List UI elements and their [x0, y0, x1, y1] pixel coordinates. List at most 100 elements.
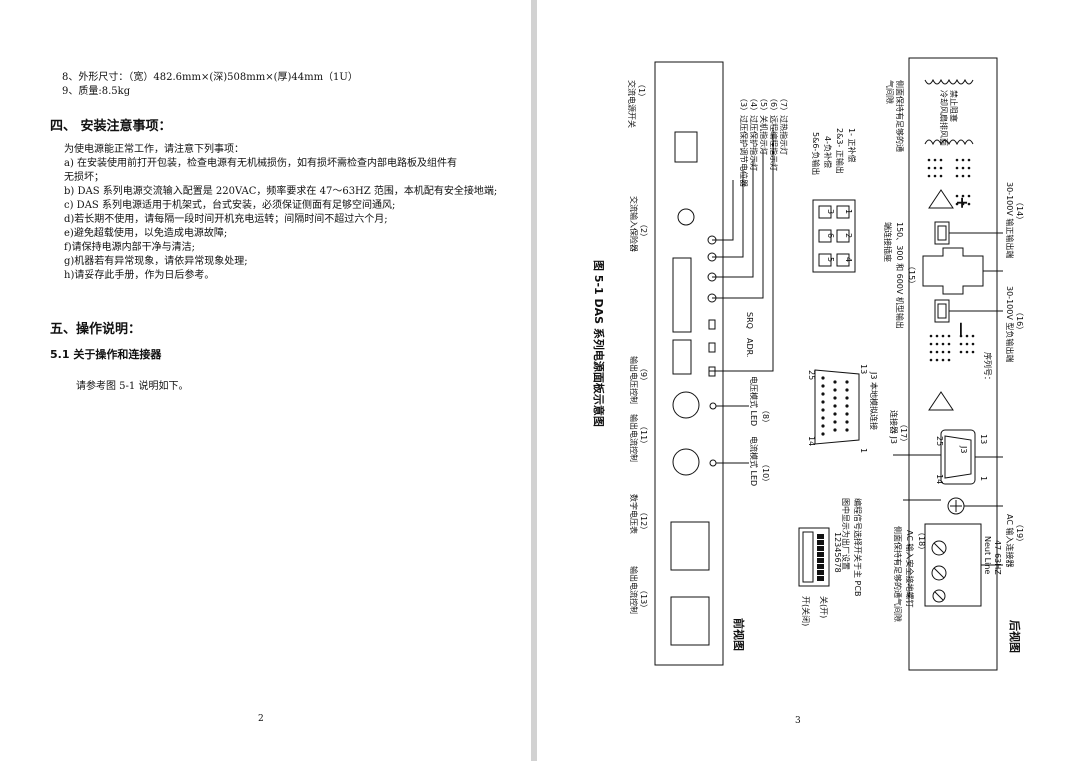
front-view-title: 前视图 [732, 618, 746, 651]
current-mode-led [709, 459, 717, 467]
section-5-heading: 五、操作说明： [50, 322, 142, 337]
section-4-intro: 为使电源能正常工作，请注意下列事项： [64, 144, 244, 155]
section-5-1-text: 请参考图 5-1 说明如下。 [76, 381, 189, 392]
label-15-text-1: 150、300 和 600V 机型输出 [895, 222, 905, 329]
rear-j3-pin-1: 1 [979, 476, 988, 481]
dip-off-label: 开(关闭) [801, 596, 811, 626]
fan-label-1: 冷却风扇排风面 [939, 90, 949, 146]
figure-title: 图 5-1 DAS 系列电源面板示意图 [592, 260, 606, 427]
legend-pin-5-6: 5&6-负输出 [811, 132, 821, 175]
label-10: （10） [761, 460, 770, 486]
warning-icon [928, 189, 954, 209]
j3-pin-1: 1 [859, 448, 868, 453]
label-3: （3）过压保护调节电位器 [739, 94, 749, 187]
pin-5: 5 [826, 257, 835, 262]
label-16: （16） [1015, 308, 1024, 334]
rear-j3-label: J3 [959, 445, 968, 453]
label-13-text: 输出电流控制 [629, 566, 639, 614]
voltmeter-display [670, 521, 710, 571]
section-4-item-g: g)机器若有异常现象，请依异常现象处理; [64, 256, 248, 267]
j3-pin-14: 14 [807, 436, 816, 446]
legend-pin-4: 4-负补偿 [823, 136, 833, 168]
legend-pin-2-3: 2&3- 正输出 [835, 128, 845, 174]
panel-diagram: 前视图 图 5-1 DAS 系列电源面板示意图 （1） 交流电源开关 （2） 交… [592, 57, 1024, 671]
section-4-item-a: a) 在安装使用前打开包装，检查电源有无机械损伤，如有损坏需检查内部电路板及组件… [64, 158, 458, 169]
section-4-heading: 四、 安装注意事项： [50, 119, 172, 134]
label-8: （8） [761, 406, 770, 427]
label-14-text: 30-100V 输正输出端 [1005, 182, 1015, 258]
dip-on-label: 关(开) [819, 596, 829, 618]
j3-title: J3 本地模拟连接 [869, 371, 879, 430]
fan-exhaust-grille [924, 78, 974, 85]
front-panel-outline [654, 61, 724, 666]
label-9-text: 输出电压控制 [629, 356, 639, 404]
label-18: （18） [917, 528, 926, 554]
dip-numbers: 12345678 [833, 532, 842, 573]
document-page-3: 前视图 图 5-1 DAS 系列电源面板示意图 （1） 交流电源开关 （2） 交… [537, 0, 1071, 761]
label-15: （15） [907, 262, 916, 288]
pin-4: 4 [844, 257, 853, 262]
ac-fuse-holder [677, 208, 695, 226]
page-gutter [531, 0, 537, 761]
label-12-text: 数字电压表 [629, 494, 639, 534]
label-6: （6）远程编程指示灯 [769, 94, 779, 171]
front-slot-2 [672, 339, 692, 375]
current-knob [672, 448, 700, 476]
section-4-item-e: e)避免超载使用，以免造成电源故障; [64, 228, 228, 239]
ac-frequency: 47-63HZ [993, 540, 1002, 575]
legend-pin-1: 1- 正补偿 [847, 128, 857, 163]
rear-j3-pin-14: 14 [935, 474, 944, 484]
output-socket [922, 247, 984, 295]
dip-desc-1: 编程信号选择开关于主 PCB [853, 498, 863, 596]
side-gap-2: 气间隙 [885, 80, 895, 104]
output-connector-6pin [812, 199, 856, 273]
label-15-text-2: 端连接插座 [883, 222, 893, 262]
adr-led [708, 342, 716, 353]
dip-switch [798, 527, 830, 587]
label-14: （14） [1015, 198, 1024, 224]
label-17-text: 连接器 J3 [889, 410, 899, 444]
label-10-text: 电流模式 LED [749, 436, 759, 486]
j3-db25-connector [814, 369, 860, 445]
section-4-item-b: b) DAS 系列电源交流输入配置是 220VAC，频率要求在 47～63HZ … [64, 186, 498, 197]
rear-j3-pin-13: 13 [979, 434, 988, 444]
voltage-knob [672, 391, 700, 419]
rear-j3-pin-25: 25 [935, 436, 944, 446]
voltage-mode-led [709, 402, 717, 410]
spec-weight: 9、质量:8.5kg [62, 86, 131, 97]
label-2-text: 交流输入保险器 [629, 196, 639, 252]
section-5-1-heading: 5.1 关于操作和连接器 [50, 348, 162, 361]
positive-output-terminal [934, 221, 950, 245]
ac-power-switch [674, 131, 698, 163]
label-1-text: 交流电源开关 [627, 80, 637, 128]
label-5: （5）关机指示灯 [759, 94, 769, 155]
neutral-line-label: Neut Line [983, 536, 992, 574]
label-18-text-2: 侧面保持有足够的通气间隙 [893, 526, 903, 622]
negative-output-terminal [934, 299, 950, 323]
section-4-item-c: c) DAS 系列电源适用于机架式，台式安装，必须保证侧面有足够空间通风; [64, 200, 396, 211]
label-16-text: 30-100V 型负输出端 [1005, 286, 1015, 362]
front-display-slot [672, 257, 692, 333]
ammeter-display [670, 596, 710, 646]
label-19: （19） [1015, 520, 1024, 546]
serial-number-label: 序列号： [983, 352, 993, 384]
document-page-2: 8、外形尺寸：（宽）482.6mm×(深)508mm×(厚)44mm（1U） 9… [0, 0, 531, 761]
minus-symbol: — [953, 322, 969, 336]
label-4: （4）过压保护指示灯 [749, 94, 759, 171]
page-number: 2 [258, 714, 264, 724]
pin-3: 3 [826, 209, 835, 214]
label-19-text: AC 输入连接器 [1005, 514, 1015, 567]
dip-desc-2: 图中显示为出厂设置 [841, 498, 851, 570]
rear-view-title: 后视图 [1008, 620, 1022, 653]
label-srq: SRQ [745, 312, 754, 329]
srq-led [708, 319, 716, 330]
label-9: （9） [639, 364, 648, 385]
label-11: （11） [639, 422, 648, 448]
label-1: （1） [637, 80, 646, 101]
j3-pin-25: 25 [807, 370, 816, 380]
label-8-text: 电压模式 LED [749, 376, 759, 426]
section-4-item-a-cont: 无损坏； [64, 172, 104, 183]
fan-label-2: 禁止阻塞 [949, 90, 959, 122]
label-7: （7）过热指示灯 [779, 94, 789, 155]
warning-icon-2 [928, 391, 954, 411]
